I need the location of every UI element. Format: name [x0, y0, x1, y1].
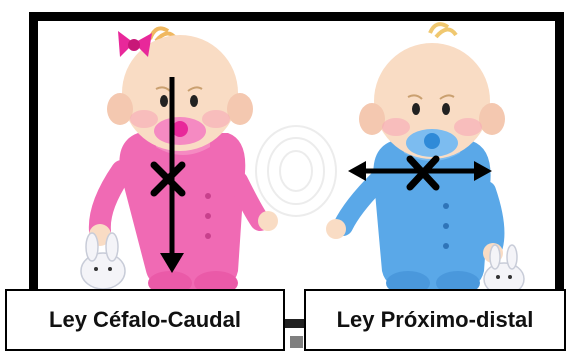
- boy-baby: [326, 22, 505, 295]
- cephalo-caudal-arrow: [160, 77, 184, 273]
- babies-illustration: [80, 22, 525, 296]
- center-x-mark-left: [150, 161, 186, 197]
- connector-bar: [285, 319, 305, 328]
- watermark: [255, 125, 337, 217]
- label-proximo-distal: Ley Próximo-distal: [304, 289, 566, 351]
- label-cephalo-caudal: Ley Céfalo-Caudal: [5, 289, 285, 351]
- girl-baby: [88, 26, 278, 295]
- bow: [118, 31, 152, 57]
- bunny-toy-left: [80, 232, 126, 290]
- bunny-toy-right: [483, 244, 525, 296]
- connector-shadow: [290, 336, 303, 348]
- center-x-mark-right: [406, 155, 440, 191]
- label-proximo-distal-text: Ley Próximo-distal: [336, 307, 534, 332]
- image-frame: [29, 12, 564, 294]
- label-cephalo-caudal-text: Ley Céfalo-Caudal: [49, 307, 241, 332]
